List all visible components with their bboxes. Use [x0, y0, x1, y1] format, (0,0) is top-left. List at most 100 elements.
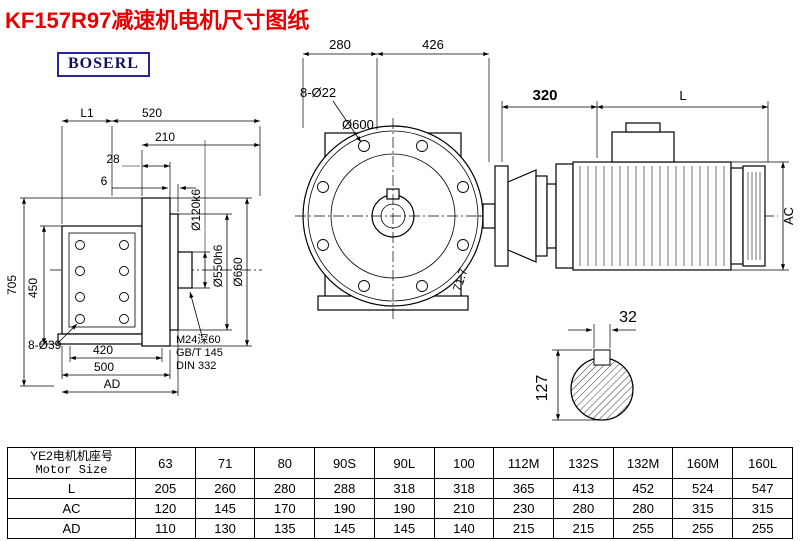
- dimension-value: 145: [373, 518, 435, 539]
- dim-32: 32: [619, 309, 637, 326]
- gear-housing: [61, 225, 143, 335]
- dimension-value: 255: [672, 518, 734, 539]
- dim-420: 420: [93, 343, 113, 357]
- input-flange: [494, 165, 509, 267]
- dimension-value: 452: [612, 478, 674, 499]
- terminal-box: [611, 131, 675, 163]
- dimension-value: 190: [373, 498, 435, 519]
- technical-drawing: L1 520 210 28 6 705: [5, 37, 796, 421]
- dimension-value: 288: [314, 478, 375, 499]
- adapter-step-2: [546, 183, 557, 249]
- dimension-value: 318: [433, 478, 495, 499]
- fan-cover: [742, 165, 766, 267]
- dimension-row-label: AD: [7, 518, 136, 539]
- flange-bolt-holes: [317, 140, 469, 292]
- motor-size-column: 90S: [314, 447, 375, 479]
- dimension-value: 260: [194, 478, 256, 499]
- flange-spigot: [169, 213, 179, 331]
- motor-size-column: 100: [433, 447, 495, 479]
- dimension-value: 365: [493, 478, 555, 499]
- dimension-value: 110: [135, 518, 196, 539]
- dim-127: 127: [534, 375, 551, 402]
- dimension-value: 413: [553, 478, 614, 499]
- note-gb: GB/T 145: [176, 347, 223, 359]
- front-view: 280 426 8-Ø22 Ø600 71.7: [295, 37, 492, 320]
- note-din: DIN 332: [176, 360, 216, 372]
- dimension-value: 130: [194, 518, 256, 539]
- adapter-step-1: [535, 175, 548, 257]
- keyway-slot: [593, 349, 611, 366]
- motor-size-column: 90L: [373, 447, 435, 479]
- dimension-value: 547: [732, 478, 793, 499]
- motor-size-column: 160M: [672, 447, 734, 479]
- page-title: KF157R97减速机电机尺寸图纸: [5, 8, 310, 33]
- motor-size-header-en: Motor Size: [35, 463, 108, 477]
- terminal-box-lid: [625, 122, 661, 133]
- dimension-row-label: L: [7, 478, 136, 499]
- dim-600: Ø600: [342, 117, 374, 132]
- shaft-section-dimensions: 32 127: [534, 309, 637, 421]
- dim-6: 6: [101, 174, 108, 188]
- dim-28: 28: [106, 152, 120, 166]
- dimension-value: 205: [135, 478, 196, 499]
- motor-size-column: 63: [135, 447, 196, 479]
- left-view-dimensions: L1 520 210 28 6 705: [5, 106, 261, 396]
- dimension-value: 190: [314, 498, 375, 519]
- label-bolt-holes-22: 8-Ø22: [300, 85, 336, 100]
- motor-size-column: 80: [254, 447, 316, 479]
- mounting-face: [68, 232, 136, 328]
- motor-size-column: 132S: [553, 447, 614, 479]
- brand-logo: BOSERL: [57, 52, 150, 77]
- bell-housing: [507, 169, 537, 263]
- dim-426: 426: [422, 37, 444, 52]
- motor-size-column: 160L: [732, 447, 793, 479]
- dim-l: L: [679, 88, 686, 103]
- output-flange: [141, 197, 171, 347]
- dim-520: 520: [142, 106, 162, 120]
- output-shaft: [177, 251, 193, 289]
- dimension-value: 255: [732, 518, 793, 539]
- dim-210: 210: [155, 130, 175, 144]
- motor-fins: [579, 166, 725, 266]
- motor-size-header-cn: YE2电机机座号: [30, 449, 113, 463]
- dim-320: 320: [532, 87, 557, 104]
- motor-size-column: 112M: [493, 447, 555, 479]
- dimension-value: 145: [314, 518, 375, 539]
- dim-spigot-dia: Ø550h6: [211, 244, 225, 287]
- dimension-value: 524: [672, 478, 734, 499]
- dimension-value: 280: [254, 478, 316, 499]
- dimension-value: 315: [732, 498, 793, 519]
- dimension-value: 230: [493, 498, 555, 519]
- dim-l1: L1: [80, 106, 94, 120]
- dimension-value: 140: [433, 518, 495, 539]
- note-tap: M24深60: [176, 333, 221, 346]
- dim-280: 280: [329, 37, 351, 52]
- shaft-bore-section: [570, 357, 634, 421]
- left-view: L1 520 210 28 6 705: [5, 106, 262, 396]
- motor-view-dimensions: 320 L AC: [501, 87, 796, 271]
- dimension-value: 215: [493, 518, 555, 539]
- motor-size-column: 132M: [612, 447, 674, 479]
- dimension-value: 120: [135, 498, 196, 519]
- motor-endbell: [730, 167, 744, 265]
- dimension-value: 170: [254, 498, 316, 519]
- shaft-section-view: 32 127: [534, 309, 637, 421]
- motor-size-column: 71: [194, 447, 256, 479]
- dimension-row-label: AC: [7, 498, 136, 519]
- dim-shaft-dia: Ø120k6: [189, 189, 203, 231]
- dim-ad: AD: [104, 377, 121, 391]
- front-view-dimensions: 280 426 8-Ø22 Ø600 71.7: [300, 37, 490, 293]
- dim-ac: AC: [781, 207, 796, 225]
- dimension-value: 255: [612, 518, 674, 539]
- shaft-tap-note: M24深60 GB/T 145 DIN 332: [176, 291, 223, 372]
- label-bolt-holes-39: 8-Ø39: [28, 338, 62, 352]
- motor-view: 320 L AC: [478, 87, 796, 271]
- dimension-value: 210: [433, 498, 495, 519]
